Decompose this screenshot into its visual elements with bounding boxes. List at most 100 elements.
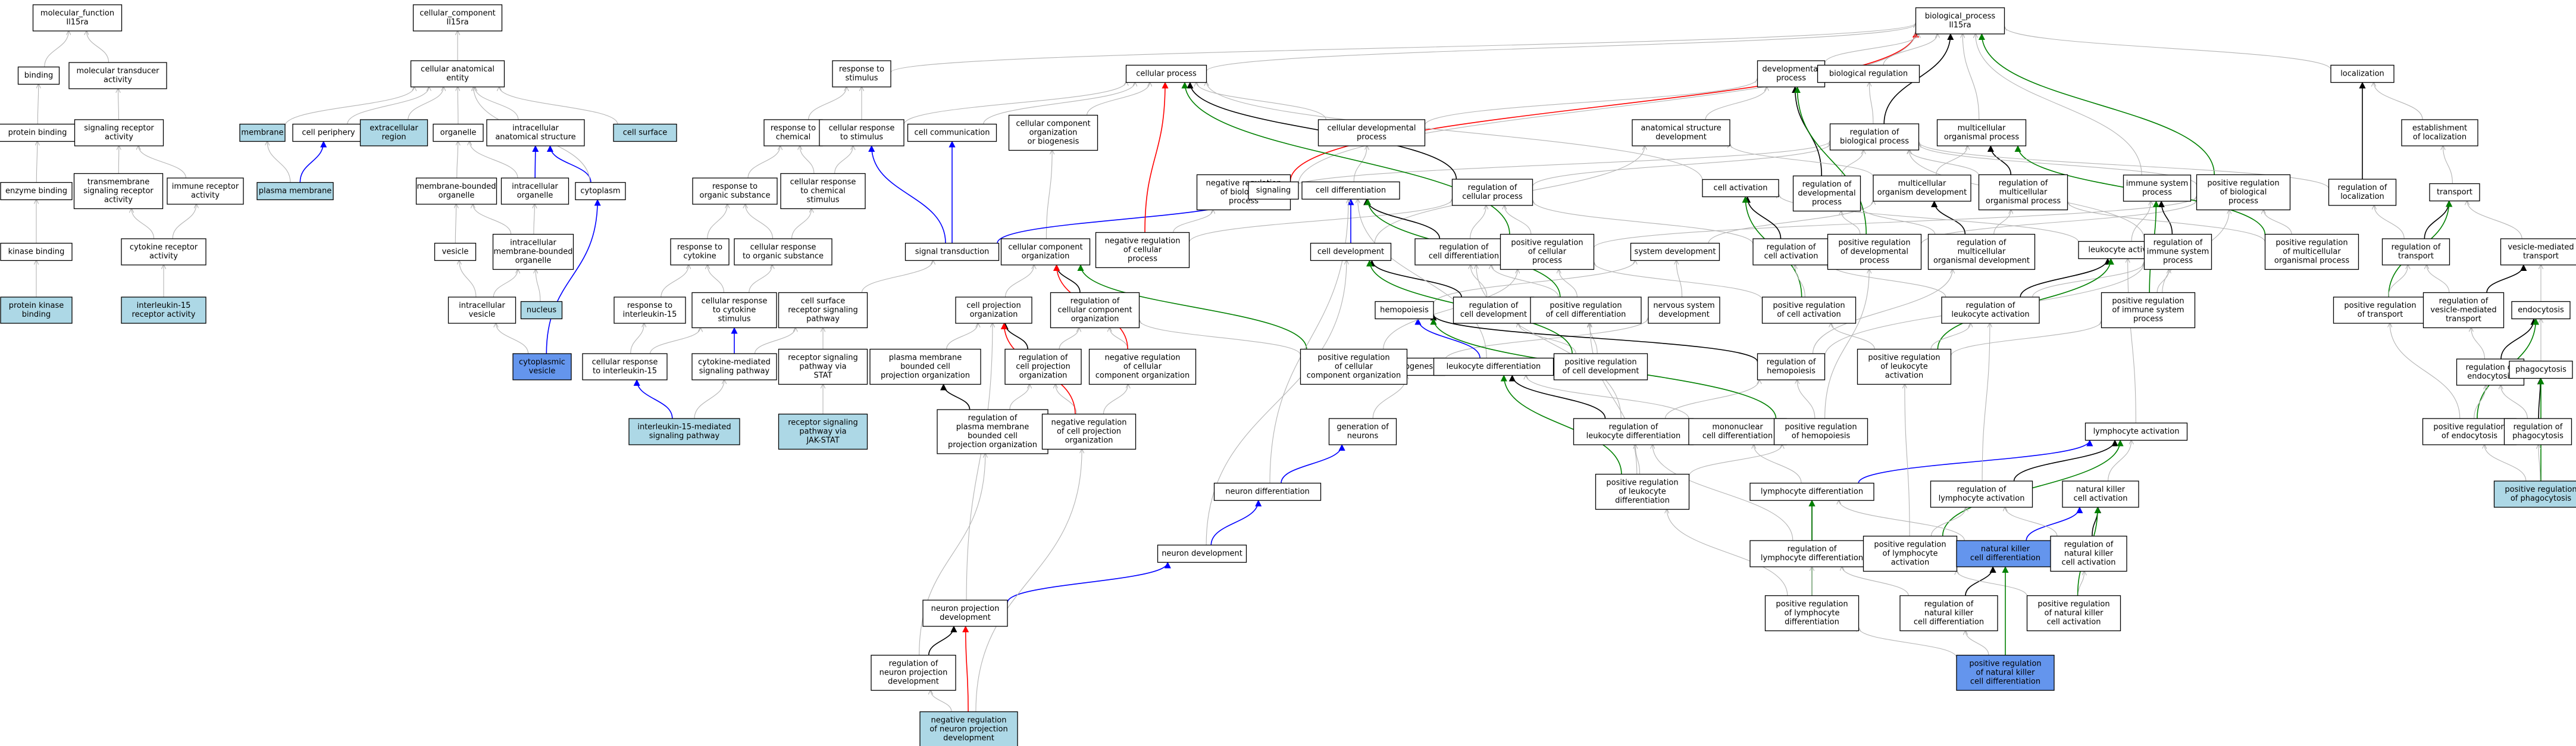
- go-term-box: [613, 123, 677, 142]
- go-term-box: [1915, 7, 2005, 35]
- relation-edge-isa: [1936, 146, 1968, 176]
- go-term-label: enzyme binding: [5, 187, 67, 196]
- go-term-box: [1936, 119, 2027, 146]
- relation-edge-isa: [1797, 380, 1816, 419]
- go-term-box: [1530, 296, 1642, 324]
- relation-edge-negreg: [962, 625, 969, 712]
- relation-edge-posreg: [1794, 86, 1867, 235]
- relation-edge-reg: [2020, 258, 2111, 298]
- go-term-box: [0, 242, 73, 261]
- go-term-label: regulation of: [2466, 363, 2515, 372]
- go-term-label: molecular_function: [40, 9, 114, 18]
- go-term-label: phagocytosis: [2515, 366, 2566, 374]
- relation-edge-isa: [1004, 265, 1034, 298]
- go-term-box: [167, 177, 244, 205]
- go-term-label: membrane-bounded: [417, 182, 496, 191]
- go-term-label: organelle: [439, 191, 475, 200]
- go-term-label: intracellular: [510, 239, 556, 248]
- relation-edge-isa: [496, 323, 529, 354]
- go-term-label: regulation of: [2439, 297, 2489, 306]
- go-term-label: cellular component: [1008, 243, 1082, 252]
- go-term-label: positive regulation: [1317, 354, 1389, 363]
- go-term-label: cell surface: [623, 129, 668, 138]
- go-term-label: cell differentiation: [1702, 432, 1773, 441]
- go-term-label: process: [2133, 315, 2163, 324]
- go-term-box: [359, 119, 428, 146]
- go-term-label: neuron projection: [931, 604, 1000, 613]
- relation-edge-isa: [1383, 270, 1518, 349]
- go-term-node: binding: [17, 66, 60, 85]
- go-term-label: signaling: [1256, 186, 1291, 195]
- go-term-box: [1157, 544, 1247, 563]
- go-term-label: to chemical: [800, 187, 846, 196]
- relation-edge-isa: [834, 146, 853, 174]
- go-term-label: cellular response: [702, 297, 768, 306]
- relation-edge-isa: [1905, 385, 1910, 536]
- go-term-label: plasma membrane: [889, 354, 962, 363]
- go-term-label: interleukin-15: [623, 310, 677, 319]
- go-term-box: [691, 292, 777, 329]
- relation-edge-isa: [1841, 211, 1861, 235]
- go-term-label: hemopoiesis: [1380, 306, 1429, 315]
- go-term-label: entity: [446, 74, 469, 83]
- relation-edge-isa: [1976, 34, 2142, 176]
- go-term-label: response to: [839, 65, 884, 74]
- go-term-label: cellular response: [750, 243, 816, 252]
- go-term-box: [1829, 123, 1920, 151]
- go-term-label: regulation of: [1609, 423, 1658, 432]
- go-term-label: process: [2142, 188, 2172, 197]
- go-term-box: [1752, 238, 1830, 266]
- go-term-node: lymphocyte differentiation: [1749, 482, 1874, 501]
- go-term-label: process: [1776, 74, 1806, 83]
- go-term-node: cell surface: [613, 123, 677, 142]
- go-term-label: transport: [2398, 252, 2434, 261]
- go-term-label: bounded cell: [968, 432, 1018, 441]
- go-term-label: organismal process: [1986, 197, 2061, 206]
- go-term-label: nucleus: [527, 306, 556, 315]
- relation-edge-isa: [1930, 507, 1965, 536]
- go-term-label: system development: [1635, 248, 1716, 257]
- relation-edge-isa: [1009, 385, 1029, 410]
- go-term-label: positive regulation: [1838, 239, 1910, 248]
- go-term-box: [1817, 64, 1920, 83]
- go-term-label: cellular response: [829, 124, 895, 133]
- go-term-label: anatomical structure: [495, 133, 575, 142]
- go-term-label: of cellular: [1335, 363, 1373, 372]
- go-term-label: cell activation: [2062, 558, 2116, 567]
- go-term-label: activity: [104, 196, 133, 205]
- relation-edge-isa: [2156, 270, 2169, 293]
- relation-edge-isa: [1197, 83, 1326, 120]
- relation-edge-isa: [2077, 572, 2084, 596]
- go-term-box: [1773, 418, 1868, 445]
- go-term-label: positive regulation: [2505, 485, 2576, 494]
- go-term-box: [1414, 238, 1513, 266]
- go-term-label: kinase binding: [8, 248, 65, 257]
- relation-edge-isa: [2108, 441, 2131, 482]
- relation-edge-isa: [2501, 385, 2528, 419]
- go-term-box: [1761, 296, 1857, 324]
- go-term-box: [17, 66, 60, 85]
- go-term-label: regulation of: [1957, 485, 2007, 494]
- go-term-label: organism development: [1877, 188, 1967, 197]
- go-term-box: [1375, 301, 1434, 320]
- go-term-label: multicellular: [1898, 179, 1946, 188]
- go-term-box: [1595, 473, 1690, 510]
- relation-edge-isa: [86, 31, 109, 63]
- relation-edge-isa: [1103, 385, 1128, 414]
- relation-edge-isa: [2374, 83, 2423, 120]
- go-term-label: organization: [1019, 372, 1068, 380]
- go-term-label: regulation of: [1802, 180, 1852, 189]
- go-term-label: positive regulation: [1511, 239, 1583, 248]
